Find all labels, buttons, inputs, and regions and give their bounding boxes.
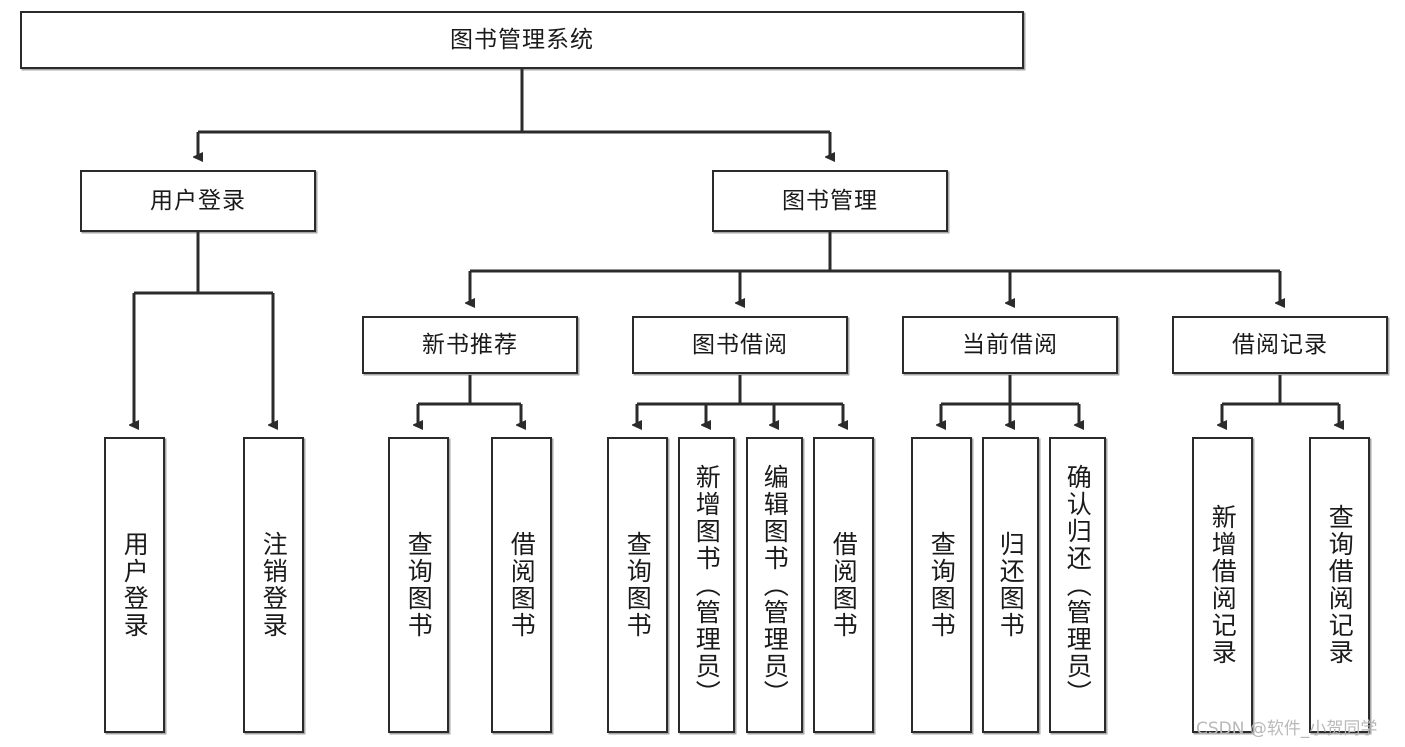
node-book-borrow-label: 图书借阅 [692, 331, 788, 358]
node-leaf-user-login[interactable]: 用户登录 [104, 437, 165, 733]
node-root-label: 图书管理系统 [450, 26, 594, 53]
node-leaf-add-book[interactable]: 新增图书（管理员） [678, 437, 735, 733]
node-current-borrow[interactable]: 当前借阅 [902, 316, 1118, 374]
node-user-login-label: 用户登录 [150, 187, 246, 214]
node-user-login[interactable]: 用户登录 [80, 170, 316, 232]
node-book-borrow[interactable]: 图书借阅 [632, 316, 848, 374]
node-leaf-edit-book-label: 编辑图书（管理员） [760, 463, 790, 707]
node-leaf-confirm-return-label: 确认归还（管理员） [1063, 463, 1093, 707]
node-leaf-borrow-book-2[interactable]: 借阅图书 [813, 437, 874, 733]
node-leaf-query-book-2[interactable]: 查询图书 [607, 437, 668, 733]
node-book-manage-label: 图书管理 [782, 187, 878, 214]
node-leaf-query-book-2-label: 查询图书 [623, 531, 653, 639]
node-leaf-borrow-book-1-label: 借阅图书 [507, 531, 537, 639]
node-leaf-logout-login[interactable]: 注销登录 [243, 437, 304, 733]
node-leaf-user-login-label: 用户登录 [120, 531, 150, 639]
node-root-book-management-system[interactable]: 图书管理系统 [20, 11, 1024, 69]
node-leaf-add-record[interactable]: 新增借阅记录 [1192, 437, 1253, 733]
node-borrow-record[interactable]: 借阅记录 [1172, 316, 1388, 374]
node-book-manage[interactable]: 图书管理 [712, 170, 948, 232]
node-current-borrow-label: 当前借阅 [962, 331, 1058, 358]
node-leaf-query-record-label: 查询借阅记录 [1325, 504, 1355, 666]
node-leaf-add-book-label: 新增图书（管理员） [692, 463, 722, 707]
node-leaf-add-record-label: 新增借阅记录 [1208, 504, 1238, 666]
node-leaf-query-book-3[interactable]: 查询图书 [911, 437, 972, 733]
node-leaf-query-book-1-label: 查询图书 [404, 531, 434, 639]
csdn-watermark: CSDN @软件_小贺同学 [1196, 719, 1378, 739]
node-leaf-query-book-3-label: 查询图书 [927, 531, 957, 639]
node-leaf-query-record[interactable]: 查询借阅记录 [1309, 437, 1370, 733]
node-leaf-return-book[interactable]: 归还图书 [982, 437, 1039, 733]
node-leaf-edit-book[interactable]: 编辑图书（管理员） [746, 437, 803, 733]
node-leaf-confirm-return[interactable]: 确认归还（管理员） [1049, 437, 1106, 733]
node-leaf-borrow-book-2-label: 借阅图书 [829, 531, 859, 639]
node-leaf-query-book-1[interactable]: 查询图书 [388, 437, 449, 733]
node-new-book-recommend-label: 新书推荐 [422, 331, 518, 358]
node-leaf-return-book-label: 归还图书 [996, 531, 1026, 639]
node-leaf-logout-login-label: 注销登录 [259, 531, 289, 639]
node-leaf-borrow-book-1[interactable]: 借阅图书 [491, 437, 552, 733]
node-borrow-record-label: 借阅记录 [1232, 331, 1328, 358]
node-new-book-recommend[interactable]: 新书推荐 [362, 316, 578, 374]
